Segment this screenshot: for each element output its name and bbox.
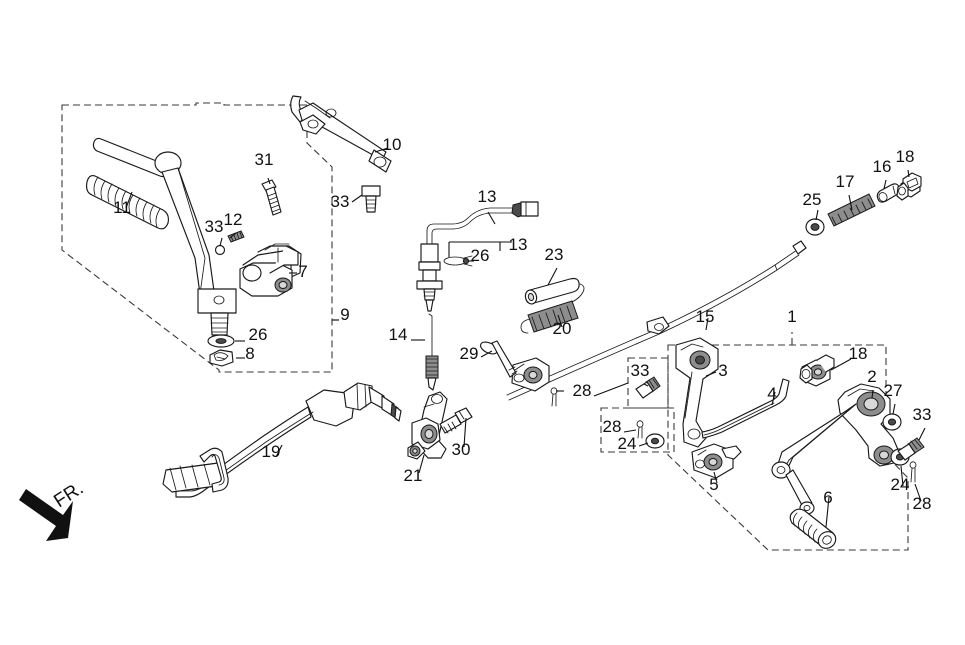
part-15-connecting-rod <box>506 240 807 401</box>
callout-number-15: 15 <box>696 307 715 326</box>
group-boundary-28-24 <box>600 407 675 453</box>
callout-number-5: 5 <box>709 475 718 494</box>
callout-number-3: 3 <box>718 361 727 380</box>
callout-number-14: 14 <box>389 325 408 344</box>
callout-number-12: 12 <box>224 210 243 229</box>
callout-number-28: 28 <box>603 417 622 436</box>
part-18-joint-nut-lower <box>799 354 835 387</box>
part-10-brake-pedal-arm <box>290 95 392 173</box>
callout-number-17: 17 <box>836 172 855 191</box>
bracket-13 <box>448 241 512 257</box>
callout-number-26: 26 <box>249 325 268 344</box>
part-13-brake-light-switch-lead <box>426 201 539 245</box>
part-4-link-rod <box>701 378 790 439</box>
part-28-cotter-pin-boxed <box>636 420 644 439</box>
front-direction-arrow: FR. <box>19 478 87 541</box>
callout-number-10: 10 <box>383 135 402 154</box>
part-28-cotter-pin-right <box>909 461 917 483</box>
part-16-joint-pin <box>876 183 901 203</box>
part-26-washer-left <box>207 334 235 348</box>
callout-number-27: 27 <box>884 381 903 400</box>
callout-number-33: 33 <box>331 192 350 211</box>
callout-number-18: 18 <box>896 147 915 166</box>
callout-number-20: 20 <box>553 319 572 338</box>
part-7-kick-starter-holder <box>239 243 302 297</box>
callout-number-33: 33 <box>205 217 224 236</box>
part-2-gear-shift-pedal <box>771 383 900 515</box>
part-31-bolt <box>261 179 282 216</box>
part-33-steel-ball <box>214 244 226 256</box>
part-15-rod-clamp <box>646 316 670 335</box>
part-20-return-spring <box>520 283 585 334</box>
callout-number-2: 2 <box>867 367 876 386</box>
callout-number-24: 24 <box>891 475 910 494</box>
callout-number-9: 9 <box>340 305 349 324</box>
callout-number-4: 4 <box>767 384 776 403</box>
part-5-rod-end-joint <box>691 443 742 479</box>
callout-number-19: 19 <box>262 442 281 461</box>
part-33-bolt-top <box>361 185 381 213</box>
callout-number-23: 23 <box>545 245 564 264</box>
leader-lines <box>125 147 926 528</box>
part-29-pivot-pin <box>479 340 518 378</box>
part-6-shift-pedal-rubber <box>789 508 837 549</box>
callout-number-31: 31 <box>255 150 274 169</box>
callout-number-7: 7 <box>298 262 307 281</box>
part-14-brake-light-switch-body <box>416 243 443 312</box>
callout-number-30: 30 <box>452 440 471 459</box>
front-direction-label: FR. <box>50 478 87 512</box>
part-19-rear-brake-pedal <box>162 382 402 498</box>
part-25-washer <box>805 218 825 236</box>
callout-number-21: 21 <box>404 466 423 485</box>
callout-number-8: 8 <box>245 344 254 363</box>
part-14-switch-spring <box>425 313 439 391</box>
callout-number-layer: 1234567891011121313141516171818192021232… <box>113 135 931 513</box>
part-8-nut <box>209 349 234 367</box>
callout-number-6: 6 <box>823 488 832 507</box>
callout-number-13: 13 <box>509 235 528 254</box>
part-33-bolt-right <box>897 437 925 461</box>
callout-number-33: 33 <box>631 361 650 380</box>
callout-number-18: 18 <box>849 344 868 363</box>
group-boundary-33-left <box>627 357 669 409</box>
part-27-washer <box>882 413 902 431</box>
callout-number-25: 25 <box>803 190 822 209</box>
part-26-clip-middle <box>443 255 473 267</box>
callout-number-24: 24 <box>618 434 637 453</box>
part-15-rod-end-fitting <box>511 357 550 392</box>
part-21-brake-arm-bracket <box>407 391 448 460</box>
callout-number-29: 29 <box>460 344 479 363</box>
part-3-shift-lever-arm <box>675 337 719 448</box>
group-boundary-1 <box>667 332 909 551</box>
callout-number-33: 33 <box>913 405 932 424</box>
callout-number-28: 28 <box>573 381 592 400</box>
callout-number-1: 1 <box>787 307 796 326</box>
part-11-kick-starter-lever <box>85 137 237 336</box>
callout-number-28: 28 <box>913 494 932 513</box>
callout-number-26: 26 <box>471 246 490 265</box>
callout-number-16: 16 <box>873 157 892 176</box>
part-24-washer-boxed <box>645 433 665 449</box>
part-30-bolt <box>439 407 473 434</box>
callout-number-13: 13 <box>478 187 497 206</box>
callout-number-11: 11 <box>113 198 131 217</box>
part-23-collar <box>524 277 580 305</box>
part-33-bolt-near-3 <box>635 376 661 399</box>
part-12-spring-pin <box>227 230 245 243</box>
part-18-joint-nut-upper <box>896 172 922 201</box>
